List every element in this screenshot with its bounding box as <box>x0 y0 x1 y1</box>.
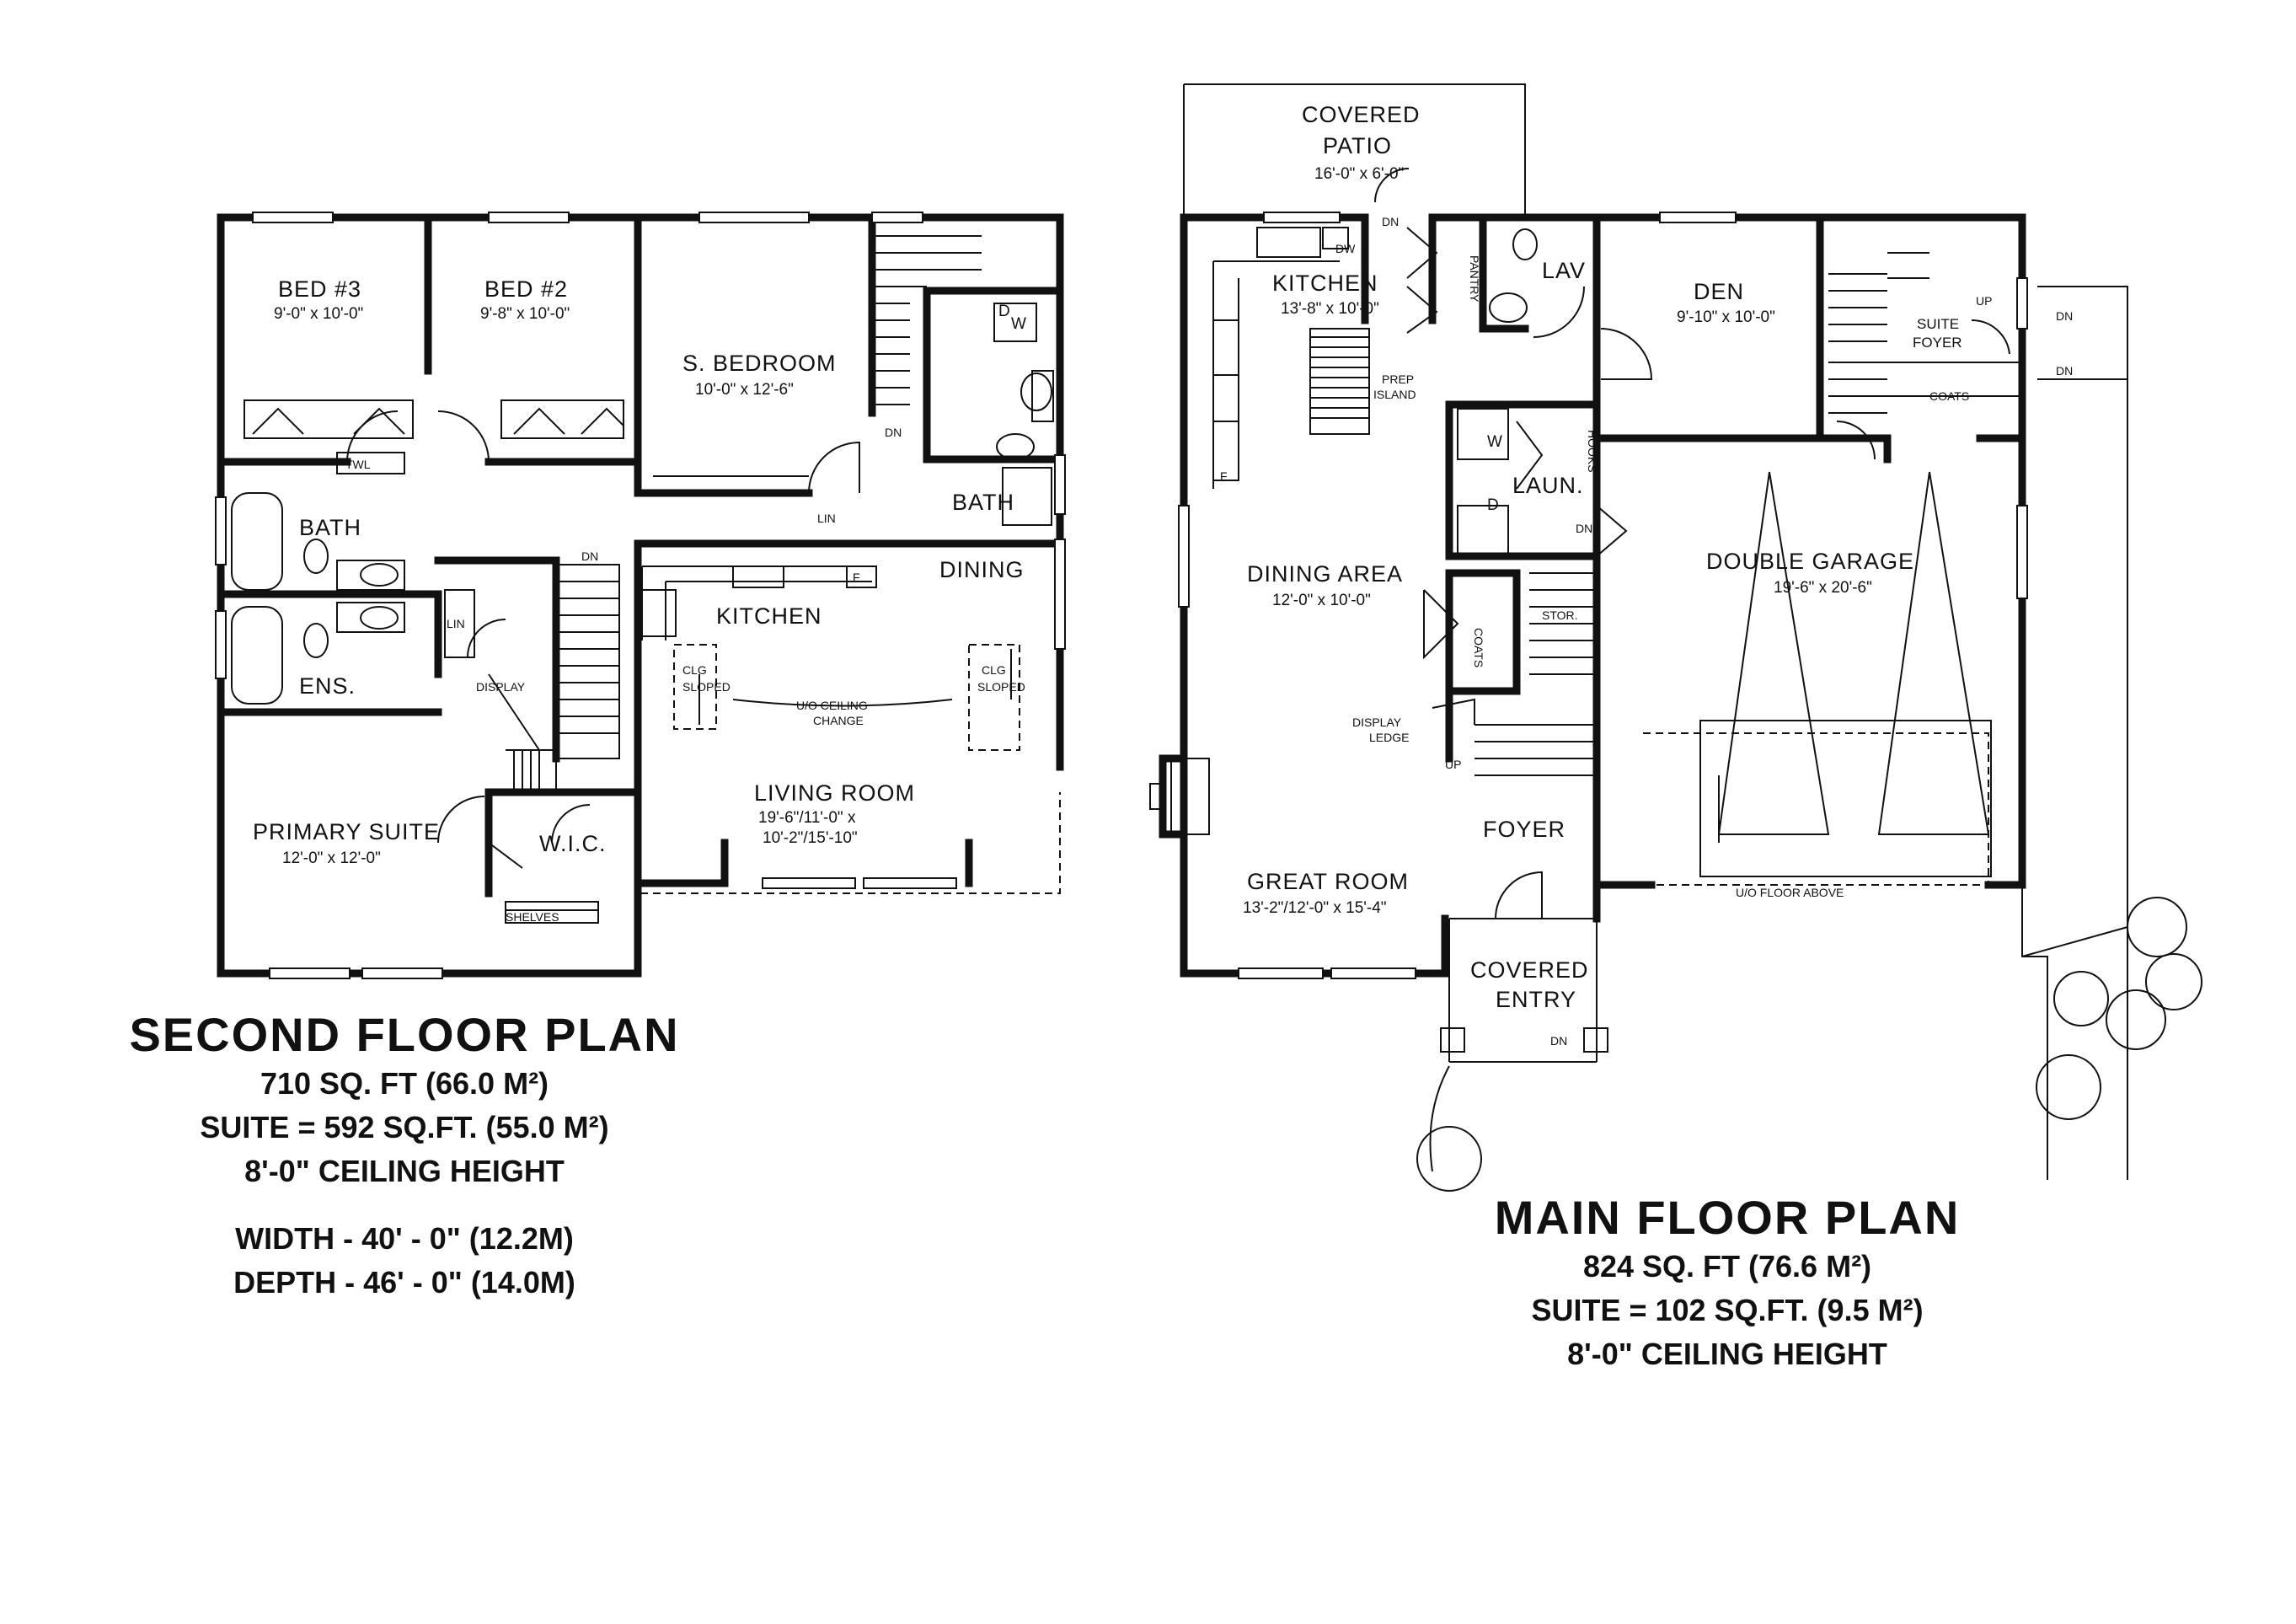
dn-patio-label: DN <box>1382 215 1399 228</box>
bath-main-name: BATH <box>299 515 361 540</box>
den-dim: 9'-10" x 10'-0" <box>1677 308 1775 326</box>
primary-suite-name: PRIMARY SUITE <box>253 819 440 844</box>
width-label: WIDTH - 40' - 0" (12.2M) <box>235 1221 574 1256</box>
dw-label: DW <box>1335 242 1356 255</box>
s-bedroom-dim: 10'-0" x 12'-6" <box>695 381 794 399</box>
second-floor-area: 710 SQ. FT (66.0 M²) <box>260 1066 549 1101</box>
ens-name: ENS. <box>299 673 356 699</box>
foyer-name: FOYER <box>1483 817 1565 842</box>
double-garage-name: DOUBLE GARAGE <box>1706 549 1914 574</box>
washer-label: W <box>1011 315 1026 333</box>
uo-ceiling-label-1: U/O CEILING <box>796 699 868 712</box>
clg-sloped-right-2: SLOPED <box>977 680 1025 694</box>
second-floor-ceiling: 8'-0" CEILING HEIGHT <box>244 1154 565 1188</box>
pantry-label: PANTRY <box>1468 255 1481 303</box>
bed3-name: BED #3 <box>278 276 361 302</box>
covered-entry-name-2: ENTRY <box>1496 987 1576 1012</box>
bed2-name: BED #2 <box>484 276 568 302</box>
coats-label: COATS <box>1472 628 1485 667</box>
dn-label: DN <box>581 549 598 563</box>
wic-name: W.I.C. <box>539 831 607 856</box>
second-floor-suite: SUITE = 592 SQ.FT. (55.0 M²) <box>200 1110 609 1144</box>
dryer-main-label: D <box>1487 496 1499 514</box>
covered-patio-name-2: PATIO <box>1323 133 1392 158</box>
hooks-label: HOOKS <box>1586 430 1599 473</box>
lin-label: LIN <box>817 512 836 525</box>
fridge-label: F <box>853 571 860 584</box>
dining-area-name: DINING AREA <box>1247 561 1403 587</box>
second-floor-title: SECOND FLOOR PLAN <box>129 1008 680 1061</box>
bed3-dim: 9'-0" x 10'-0" <box>274 305 363 323</box>
dining-name: DINING <box>939 557 1025 582</box>
s-bedroom-name: S. BEDROOM <box>682 351 837 376</box>
primary-suite-dim: 12'-0" x 12'-0" <box>282 850 381 867</box>
kitchen-main-dim: 13'-8" x 10'-0" <box>1281 300 1379 318</box>
kitchen-main-name: KITCHEN <box>1272 271 1378 296</box>
display-ledge-label-1: DISPLAY <box>1352 716 1402 729</box>
dn2-label: DN <box>885 426 902 439</box>
dryer-label: D <box>998 303 1010 320</box>
main-floor-suite: SUITE = 102 SQ.FT. (9.5 M²) <box>1531 1293 1924 1327</box>
kitchen-name: KITCHEN <box>716 603 822 629</box>
laun-name: LAUN. <box>1512 473 1584 498</box>
up2-label: UP <box>1976 294 1992 308</box>
bed2-dim: 9'-8" x 10'-0" <box>480 305 570 323</box>
washer-main-label: W <box>1487 433 1502 451</box>
great-room-dim: 13'-2"/12'-0" x 15'-4" <box>1243 899 1387 917</box>
clg-sloped-left-1: CLG <box>682 663 707 677</box>
covered-patio-name-1: COVERED <box>1302 102 1421 127</box>
main-floor-area: 824 SQ. FT (76.6 M²) <box>1582 1249 1872 1284</box>
dn-entry-label: DN <box>1550 1034 1567 1048</box>
dn-laun-label: DN <box>1576 522 1592 535</box>
shelves-label: SHELVES <box>506 910 559 924</box>
depth-label: DEPTH - 46' - 0" (14.0M) <box>233 1265 575 1300</box>
clg-sloped-left-2: SLOPED <box>682 680 731 694</box>
living-room-name: LIVING ROOM <box>754 780 915 806</box>
covered-patio-dim: 16'-0" x 6'-0" <box>1314 165 1404 183</box>
double-garage-dim: 19'-6" x 20'-6" <box>1774 579 1872 597</box>
uo-ceiling-label-2: CHANGE <box>813 714 864 727</box>
twl-label: TWL <box>345 458 371 471</box>
stor-label: STOR. <box>1542 608 1578 622</box>
lav-name: LAV <box>1542 258 1586 283</box>
uo-floor-label: U/O FLOOR ABOVE <box>1736 886 1844 899</box>
dn-side1-label: DN <box>2056 309 2073 323</box>
second-floor-caption: SECOND FLOOR PLAN 710 SQ. FT (66.0 M²) S… <box>101 1007 708 1305</box>
suite-foyer-name-1: SUITE <box>1917 316 1959 332</box>
main-floor-plan <box>1149 83 2202 1192</box>
suite-foyer-name-2: FOYER <box>1913 335 1962 351</box>
prep-label-1: PREP <box>1382 373 1414 386</box>
fridge-main-label: F <box>1220 469 1228 483</box>
coats2-label: COATS <box>1929 389 1969 403</box>
bath-suite-name: BATH <box>952 490 1014 515</box>
living-room-dim2: 10'-2"/15'-10" <box>763 829 858 847</box>
up-label: UP <box>1445 758 1461 771</box>
main-floor-ceiling: 8'-0" CEILING HEIGHT <box>1567 1337 1887 1371</box>
den-name: DEN <box>1694 279 1744 304</box>
display-label: DISPLAY <box>476 680 526 694</box>
great-room-name: GREAT ROOM <box>1247 869 1409 894</box>
clg-sloped-right-1: CLG <box>982 663 1006 677</box>
main-floor-labels: COVERED PATIO 16'-0" x 6'-0" KITCHEN 13'… <box>1220 102 2073 1048</box>
display-ledge-label-2: LEDGE <box>1369 731 1409 744</box>
lin2-label: LIN <box>447 617 465 630</box>
main-floor-caption: MAIN FLOOR PLAN 824 SQ. FT (76.6 M²) SUI… <box>1458 1190 1997 1376</box>
second-floor-labels: BED #3 9'-0" x 10'-0" BED #2 9'-8" x 10'… <box>253 276 1026 924</box>
second-floor-plan <box>215 212 1066 979</box>
main-floor-title: MAIN FLOOR PLAN <box>1494 1191 1961 1244</box>
dn-side2-label: DN <box>2056 364 2073 378</box>
prep-label-2: ISLAND <box>1373 388 1416 401</box>
living-room-dim1: 19'-6"/11'-0" x <box>758 809 856 827</box>
dining-area-dim: 12'-0" x 10'-0" <box>1272 592 1371 609</box>
covered-entry-name-1: COVERED <box>1470 957 1589 983</box>
